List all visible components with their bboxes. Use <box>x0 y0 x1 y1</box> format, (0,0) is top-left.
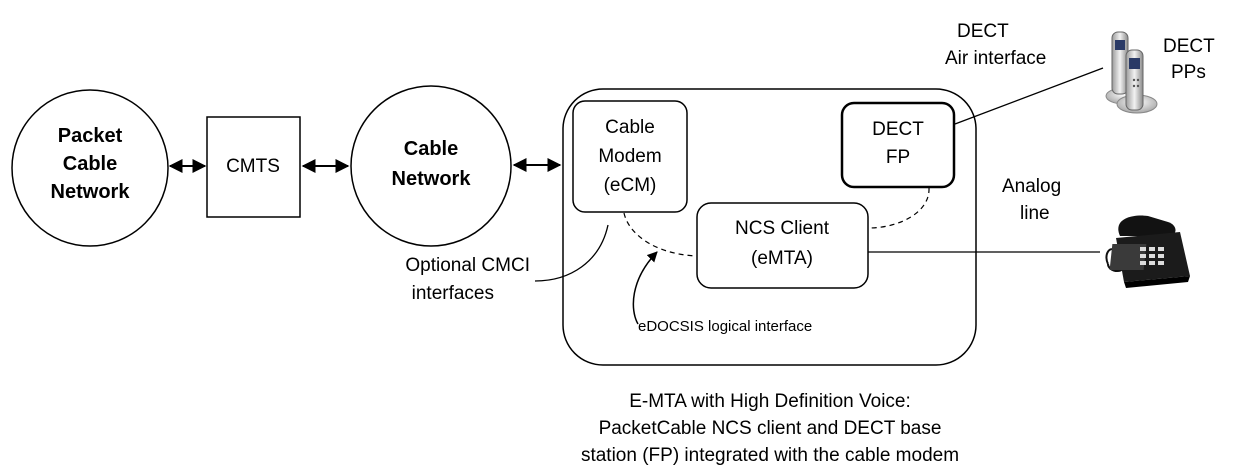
caption-line: station (FP) integrated with the cable m… <box>581 445 959 466</box>
node-label: Cable <box>404 138 458 160</box>
cmci-line <box>534 224 609 282</box>
fp-ncs-dashed-link <box>867 187 930 229</box>
node-label: Cable <box>605 117 655 138</box>
diagram-caption: E-MTA with High Definition Voice: Packet… <box>581 391 959 466</box>
node-label: Network <box>392 168 472 190</box>
node-label: CMTS <box>226 156 280 177</box>
analog-line-label: Analog <box>1002 176 1061 197</box>
dect-pps-label: DECT <box>1163 36 1215 57</box>
node-label: DECT <box>872 119 924 140</box>
cmci-label: interfaces <box>412 283 494 304</box>
cmci-label: Optional CMCI <box>405 255 530 276</box>
node-label: Network <box>51 181 131 203</box>
analog-line-label: line <box>1020 203 1050 224</box>
caption-line: PacketCable NCS client and DECT base <box>599 418 942 439</box>
node-label: FP <box>886 147 910 168</box>
cable-network-node: Cable Network <box>350 85 512 247</box>
dect-air-line <box>954 67 1104 125</box>
node-label: Packet <box>58 125 123 147</box>
cmts-node: CMTS <box>206 116 301 218</box>
node-label: (eMTA) <box>751 248 813 269</box>
node-label: NCS Client <box>735 218 830 239</box>
air-interface-label: Air interface <box>945 48 1046 69</box>
cable-modem-node: Cable Modem (eCM) <box>572 100 688 213</box>
edocsis-label: eDOCSIS logical interface <box>638 318 812 335</box>
edocsis-dashed-link <box>623 212 698 257</box>
dect-handset-icon <box>1105 31 1158 114</box>
emta-container <box>562 88 977 366</box>
node-label: Modem <box>598 146 661 167</box>
caption-line: E-MTA with High Definition Voice: <box>629 391 911 412</box>
ncs-client-node: NCS Client (eMTA) <box>696 202 869 289</box>
packetcable-network-node: Packet Cable Network <box>11 89 169 247</box>
edocsis-pointer <box>632 251 658 325</box>
desk-phone-icon <box>1105 215 1190 288</box>
node-label: Cable <box>63 153 117 175</box>
air-interface-label: DECT <box>957 21 1009 42</box>
dect-fp-node: DECT FP <box>840 101 956 189</box>
node-label: (eCM) <box>604 175 657 196</box>
dect-pps-label: PPs <box>1171 62 1206 83</box>
